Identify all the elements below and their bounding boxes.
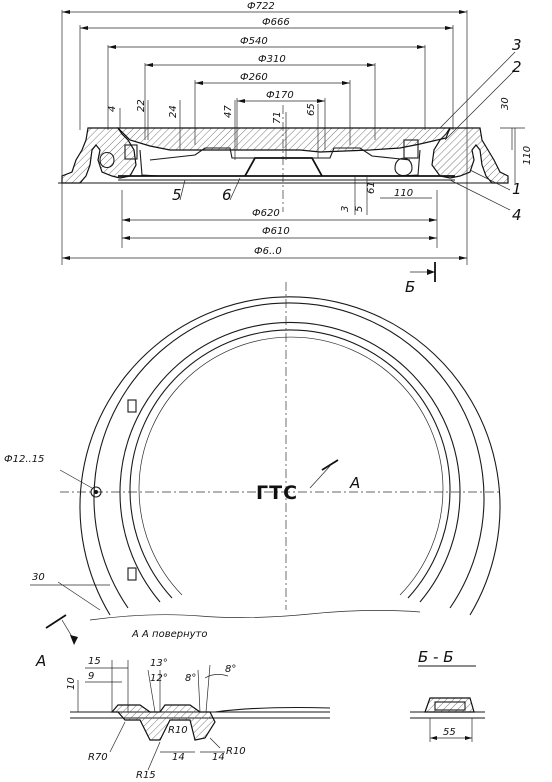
dim-14b: 14 bbox=[212, 752, 225, 763]
dim-15: 15 bbox=[88, 656, 101, 667]
lid-detail bbox=[110, 704, 216, 741]
section-a-mark: А bbox=[349, 474, 360, 492]
radius-10a: R10 bbox=[168, 725, 188, 736]
callout-6: 6 bbox=[222, 186, 232, 204]
dim-540: Ф540 bbox=[240, 36, 268, 47]
dim-30: 30 bbox=[500, 97, 511, 110]
dim-10: 10 bbox=[66, 677, 77, 690]
frame-right bbox=[431, 127, 509, 184]
dim-610: Ф610 bbox=[262, 226, 290, 237]
lid-top bbox=[116, 127, 451, 153]
angle-12: 12° bbox=[150, 673, 168, 684]
dim-4: 4 bbox=[107, 106, 118, 112]
dim-722: Ф722 bbox=[247, 1, 275, 12]
angle-8b: 8° bbox=[225, 664, 236, 675]
dim-170: Ф170 bbox=[266, 90, 294, 101]
dim-22: 22 bbox=[136, 99, 147, 112]
dim-24: 24 bbox=[168, 105, 179, 118]
angle-13: 13° bbox=[150, 658, 168, 669]
section-a-mark-2: А bbox=[35, 652, 46, 670]
callout-4: 4 bbox=[512, 206, 522, 224]
outer-ring bbox=[79, 296, 501, 616]
dim-260: Ф260 bbox=[240, 72, 268, 83]
dim-55: 55 bbox=[443, 727, 456, 738]
section-aa-detail: 15 9 10 13° 12° 8° 8° R70 R15 14 14 R10 … bbox=[66, 656, 331, 781]
section-mark-b: Б bbox=[405, 262, 436, 296]
cross-section-view: Ф722 Ф666 Ф540 Ф310 Ф260 Ф170 Ф620 Ф610 … bbox=[58, 1, 533, 265]
callout-3: 3 bbox=[512, 36, 522, 54]
dim-9: 9 bbox=[88, 671, 94, 682]
frame-left bbox=[61, 127, 137, 184]
emblem-ttc: ГТС bbox=[256, 482, 298, 504]
dim-61: 61 bbox=[366, 181, 377, 194]
callout-1: 1 bbox=[512, 180, 522, 198]
radius-15: R15 bbox=[136, 770, 156, 781]
dim-30-plan: 30 bbox=[32, 572, 45, 583]
dim-3: 3 bbox=[340, 206, 351, 212]
callout-5: 5 bbox=[172, 186, 182, 204]
dim-110-width: 110 bbox=[394, 188, 413, 199]
dim-65: 65 bbox=[306, 103, 317, 116]
svg-text:Б: Б bbox=[405, 278, 415, 296]
dim-6x0: Ф6..0 bbox=[254, 246, 282, 257]
radius-70: R70 bbox=[88, 752, 108, 763]
section-aa-title: А А повернуто bbox=[131, 629, 208, 640]
dim-110-height: 110 bbox=[522, 146, 533, 165]
callout-2: 2 bbox=[512, 58, 522, 76]
dim-47: 47 bbox=[223, 105, 234, 118]
dim-5: 5 bbox=[354, 206, 365, 212]
dim-14a: 14 bbox=[172, 752, 185, 763]
hole bbox=[90, 486, 102, 498]
break-line bbox=[89, 610, 421, 621]
center-boss bbox=[244, 157, 323, 177]
dim-310: Ф310 bbox=[258, 54, 286, 65]
dim-666: Ф666 bbox=[262, 17, 290, 28]
radius-10b: R10 bbox=[226, 746, 246, 757]
hole-label: Ф12..15 bbox=[4, 454, 44, 465]
angle-8a: 8° bbox=[185, 673, 196, 684]
plan-view: Ф12..15 ГТС А 30 А bbox=[4, 282, 501, 670]
section-bb-detail: Б - Б 55 bbox=[410, 648, 485, 742]
dim-71: 71 bbox=[272, 111, 283, 124]
section-bb-title: Б - Б bbox=[418, 648, 454, 666]
dim-620: Ф620 bbox=[252, 208, 280, 219]
